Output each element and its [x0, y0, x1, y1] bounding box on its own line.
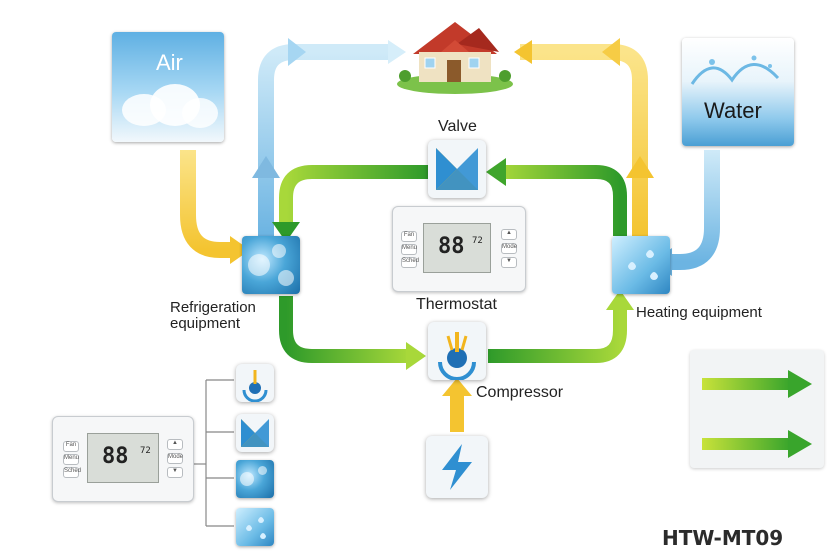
thermostat-small-value: 72	[140, 446, 151, 456]
thermostat-fan-button[interactable]: Fan	[63, 441, 79, 452]
thermostat-small-value: 72	[472, 236, 483, 246]
thermostat-sched-button[interactable]: Sched	[63, 467, 81, 478]
house-illustration	[397, 22, 513, 94]
thermostat-device-small: Fan Menu Sched 88 72 ▲ Mode ▼	[52, 416, 194, 502]
air-tile: Air	[112, 32, 224, 142]
lightning-icon	[426, 436, 488, 498]
legend-compressor-icon	[236, 364, 274, 403]
water-label: Water	[704, 98, 762, 123]
thermostat-down-button[interactable]: ▼	[501, 257, 517, 268]
legend-refrigeration-icon	[236, 460, 274, 498]
water-tile: Water	[682, 38, 794, 146]
legend-valve-icon	[236, 414, 274, 452]
green-arrows-legend	[690, 350, 824, 468]
valve-label: Valve	[438, 118, 477, 135]
water-to-heating-arrow	[668, 150, 720, 270]
air-label: Air	[156, 50, 183, 75]
thermostat-screen: 88 72	[87, 433, 159, 483]
thermostat-menu-button[interactable]: Menu	[63, 454, 79, 465]
refrigeration-label-line2: equipment	[170, 315, 241, 332]
legend-heating-icon	[236, 508, 274, 546]
power-to-compressor-arrow	[442, 378, 472, 396]
refrigeration-equipment-tile	[242, 236, 300, 294]
thermostat-mode-button[interactable]: Mode	[501, 243, 517, 254]
model-name: HTW-MT09	[662, 526, 784, 550]
thermostat-display-value: 88	[102, 444, 129, 469]
thermostat-sched-button[interactable]: Sched	[401, 257, 419, 268]
valve-icon	[428, 140, 486, 198]
heating-to-valve-arrow	[500, 165, 627, 236]
air-to-refrigeration-arrow	[180, 150, 232, 258]
heating-label: Heating equipment	[636, 304, 762, 321]
thermostat-up-button[interactable]: ▲	[167, 439, 183, 450]
thermostat-up-button[interactable]: ▲	[501, 229, 517, 240]
compressor-to-heating-arrow	[488, 306, 627, 363]
thermostat-label: Thermostat	[416, 296, 497, 313]
thermostat-mode-button[interactable]: Mode	[167, 453, 183, 464]
thermostat-device: Fan Menu Sched 88 72 ▲ Mode ▼	[392, 206, 526, 292]
thermostat-down-button[interactable]: ▼	[167, 467, 183, 478]
refrigeration-label-line1: Refrigeration	[170, 299, 256, 316]
thermostat-menu-button[interactable]: Menu	[401, 244, 417, 255]
refrigeration-label: Refrigeration equipment	[170, 300, 256, 332]
refrigeration-to-compressor-arrow	[279, 296, 410, 363]
heating-equipment-tile	[612, 236, 670, 294]
thermostat-screen: 88 72	[423, 223, 491, 273]
compressor-label: Compressor	[476, 384, 564, 401]
valve-to-refrigeration-arrow	[279, 165, 428, 226]
compressor-icon	[428, 322, 486, 381]
thermostat-display-value: 88	[438, 234, 465, 259]
thermostat-fan-button[interactable]: Fan	[401, 231, 417, 242]
legend-bracket	[192, 379, 234, 527]
